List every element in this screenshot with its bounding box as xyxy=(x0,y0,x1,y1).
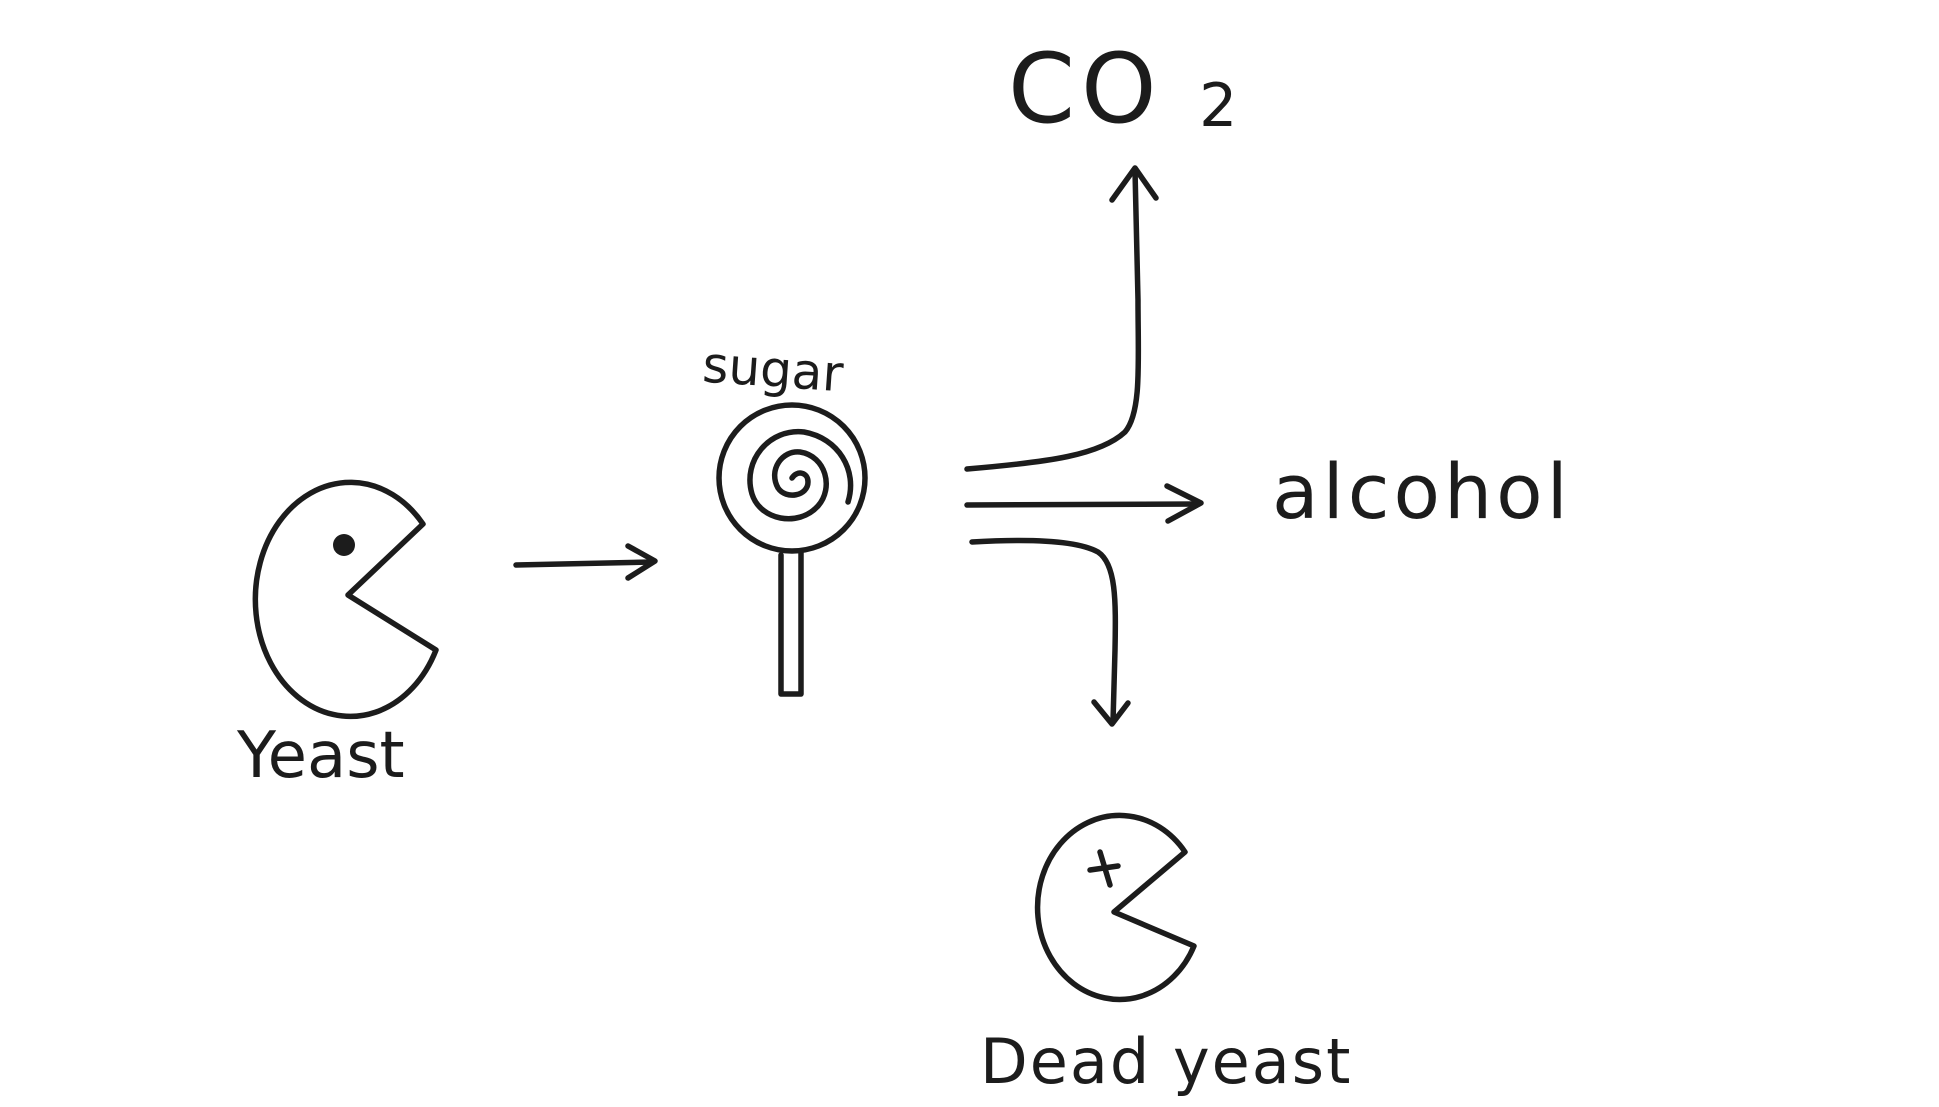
arrowhead-icon xyxy=(1091,699,1131,727)
arrowhead-icon xyxy=(1109,165,1159,203)
lollipop-swirl-icon xyxy=(747,429,854,522)
yeast-label: Yeast xyxy=(236,719,405,793)
dead-yeast-node: Dead yeast xyxy=(980,812,1352,1098)
sugar-node: sugar xyxy=(701,336,868,697)
lollipop-icon xyxy=(716,402,868,554)
arrow-shaft xyxy=(964,501,1202,508)
yeast-node: Yeast xyxy=(236,479,439,793)
co2-node: CO 2 xyxy=(1008,33,1243,145)
arrowhead-icon xyxy=(625,543,658,581)
yeast-eye-icon xyxy=(333,534,355,556)
co2-label: CO 2 xyxy=(1008,33,1243,145)
arrow-sugar-to-dead-yeast xyxy=(969,537,1131,727)
alcohol-node: alcohol xyxy=(1272,447,1572,536)
arrow-sugar-to-alcohol xyxy=(964,483,1204,524)
arrow-shaft xyxy=(969,537,1119,725)
dead-pacman-icon xyxy=(1034,812,1197,1003)
dead-eye-x-icon xyxy=(1087,849,1121,888)
arrow-yeast-to-sugar xyxy=(513,543,658,581)
pacman-yeast-icon xyxy=(252,479,439,720)
alcohol-label: alcohol xyxy=(1272,447,1572,536)
dead-yeast-label: Dead yeast xyxy=(980,1025,1352,1098)
arrow-shaft xyxy=(513,559,655,568)
sugar-label: sugar xyxy=(701,336,846,404)
arrow-sugar-to-co2 xyxy=(964,165,1159,472)
arrow-shaft xyxy=(964,167,1142,472)
co2-subscript-text: 2 xyxy=(1199,71,1243,141)
arrowhead-icon xyxy=(1164,483,1204,524)
lollipop-stick-icon xyxy=(778,549,804,697)
co2-main-text: CO xyxy=(1008,33,1163,145)
